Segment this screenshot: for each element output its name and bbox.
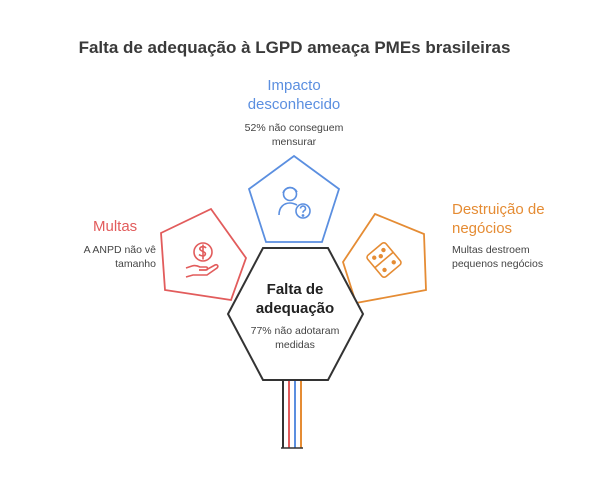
label-destruicao-line2: negócios [452,220,513,237]
desc-centro-line1: 77% não adotaram [250,325,340,337]
desc-destruicao-line2: pequenos negócios [452,258,544,270]
desc-impacto-line1: 52% não conseguem [244,122,344,134]
desc-impacto: 52% não conseguem mensurar [226,121,362,149]
label-centro-line2: adequação [255,300,335,317]
desc-impacto-line2: mensurar [271,136,317,148]
domino-icon [366,241,402,279]
hand-dollar-icon [185,242,219,278]
label-destruicao-line1: Destruição de [452,201,545,218]
label-impacto-line2: desconhecido [247,96,341,113]
label-centro: Falta de adequação [235,280,355,318]
diagram-title: Falta de adequação à LGPD ameaça PMEs br… [78,38,511,57]
desc-multas: A ANPD não vê tamanho [66,243,156,271]
label-impacto-line1: Impacto [267,77,321,94]
person-question-icon [278,186,311,219]
stem-lines [281,378,303,449]
label-centro-line1: Falta de [266,281,324,298]
desc-destruicao: Multas destroem pequenos negócios [452,243,572,271]
desc-multas-line2: tamanho [115,258,156,270]
label-impacto: Impacto desconhecido [236,76,352,114]
label-destruicao: Destruição de negócios [452,200,545,238]
pentagon-destruicao [342,212,427,305]
desc-destruicao-line1: Multas destroem [452,244,530,256]
hexagon-centro [226,247,365,381]
desc-centro: 77% não adotaram medidas [235,324,355,352]
label-multas: Multas [93,218,138,235]
desc-centro-line2: medidas [275,339,315,351]
desc-multas-line1: A ANPD não vê [83,244,156,256]
